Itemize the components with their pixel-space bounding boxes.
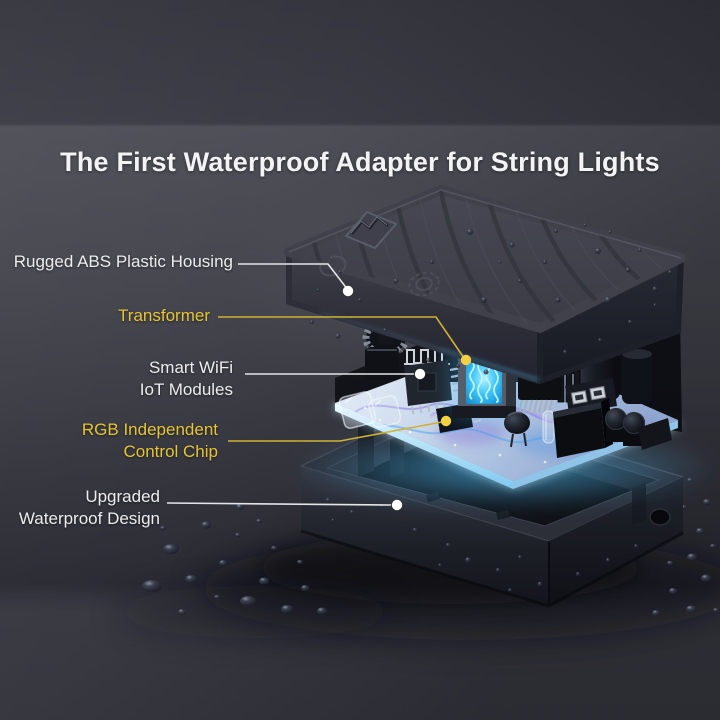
callout-label-waterproof: Upgraded Waterproof Design — [19, 486, 160, 530]
callout-dot-housing — [342, 285, 354, 297]
callout-text: Rugged ABS Plastic Housing — [13, 252, 233, 271]
callout-label-transformer: Transformer — [118, 305, 210, 327]
page-title: The First Waterproof Adapter for String … — [60, 147, 660, 177]
clear-lenses — [338, 391, 402, 429]
callout-label-housing: Rugged ABS Plastic Housing — [14, 251, 233, 273]
callout-text: IoT Modules — [139, 380, 233, 399]
brand-logo-icon — [345, 211, 397, 249]
inductor-dome — [504, 411, 530, 448]
film-capacitor — [365, 347, 399, 380]
callout-leaders — [166, 263, 472, 511]
callout-text: Upgraded — [85, 487, 160, 506]
callout-leader-rgb — [228, 415, 452, 442]
water-droplets-lid — [310, 223, 672, 375]
callout-label-wifi: Smart WiFi IoT Modules — [140, 357, 233, 401]
cable-hole — [649, 508, 671, 526]
relay-box — [553, 398, 646, 458]
callout-dot-waterproof — [391, 499, 403, 511]
callout-text: Smart WiFi — [148, 358, 233, 377]
water-droplets-case — [325, 497, 638, 592]
side-module — [638, 418, 672, 450]
callout-text: Transformer — [118, 306, 210, 325]
callout-leader-wifi — [245, 368, 426, 380]
callout-text: RGB Independent — [81, 420, 218, 439]
callout-leader-transformer — [218, 316, 472, 366]
callout-dot-transformer — [460, 354, 472, 366]
callout-text: Control Chip — [123, 442, 219, 461]
callout-dot-rgb — [440, 415, 452, 427]
callout-dot-wifi — [414, 368, 426, 380]
glass-fuse — [542, 410, 555, 444]
callout-label-rgb: RGB Independent Control Chip — [82, 419, 218, 463]
callout-text: Waterproof Design — [18, 509, 160, 528]
callout-leader-waterproof — [166, 499, 403, 511]
callout-leader-housing — [238, 263, 354, 297]
